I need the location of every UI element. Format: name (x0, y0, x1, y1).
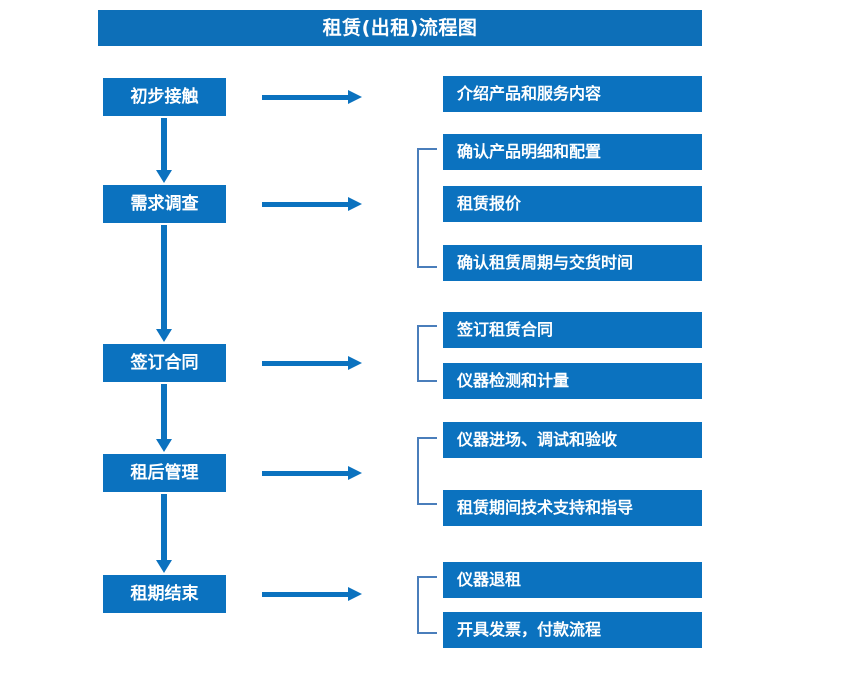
flow-arrow-right-icon (262, 197, 362, 211)
detail-label: 签订租赁合同 (457, 320, 554, 339)
flow-arrow-right-icon (262, 356, 362, 370)
stage-box-sign-contract[interactable]: 签订合同 (103, 344, 226, 382)
detail-box-invoice-payment[interactable]: 开具发票，付款流程 (443, 612, 702, 648)
arrow-shaft (161, 384, 167, 439)
flow-arrow-right-icon (262, 587, 362, 601)
detail-label: 确认租赁周期与交货时间 (457, 253, 634, 272)
arrow-shaft (262, 361, 350, 366)
detail-label: 仪器退租 (457, 570, 522, 589)
detail-box-instrument-return[interactable]: 仪器退租 (443, 562, 702, 598)
detail-label: 开具发票，付款流程 (457, 620, 602, 639)
detail-box-rental-quotation[interactable]: 租赁报价 (443, 186, 702, 222)
group-bracket-requirements (417, 148, 437, 268)
detail-label: 仪器进场、调试和验收 (457, 430, 618, 449)
arrow-head (156, 560, 172, 573)
flow-arrow-down-icon (156, 494, 172, 573)
flow-arrow-right-icon (262, 90, 362, 104)
arrow-shaft (262, 95, 350, 100)
stage-box-requirement-survey[interactable]: 需求调查 (103, 185, 226, 223)
arrow-head (348, 197, 362, 211)
stage-label: 租期结束 (130, 583, 199, 604)
stage-box-lease-end[interactable]: 租期结束 (103, 575, 226, 613)
detail-label: 仪器检测和计量 (457, 371, 570, 390)
stage-label: 初步接触 (130, 86, 199, 107)
detail-box-instrument-inspection[interactable]: 仪器检测和计量 (443, 363, 702, 399)
stage-box-post-rental-management[interactable]: 租后管理 (103, 454, 226, 492)
page-title: 租赁(出租)流程图 (322, 16, 478, 39)
detail-label: 介绍产品和服务内容 (457, 84, 602, 103)
flow-arrow-down-icon (156, 118, 172, 183)
arrow-head (156, 329, 172, 342)
detail-label: 确认产品明细和配置 (457, 142, 602, 161)
arrow-head (156, 439, 172, 452)
flow-arrow-down-icon (156, 225, 172, 342)
group-bracket-endlease (417, 576, 437, 634)
arrow-head (348, 466, 362, 480)
detail-label: 租赁期间技术支持和指导 (457, 498, 634, 517)
detail-box-introduce-products[interactable]: 介绍产品和服务内容 (443, 76, 702, 112)
stage-box-initial-contact[interactable]: 初步接触 (103, 78, 226, 116)
flow-arrow-right-icon (262, 466, 362, 480)
detail-box-technical-support[interactable]: 租赁期间技术支持和指导 (443, 490, 702, 526)
arrow-shaft (161, 118, 167, 170)
group-bracket-contract (417, 325, 437, 382)
group-bracket-aftercare (417, 437, 437, 505)
arrow-head (348, 587, 362, 601)
arrow-head (348, 90, 362, 104)
arrow-shaft (262, 202, 350, 207)
detail-box-instrument-entry-commissioning[interactable]: 仪器进场、调试和验收 (443, 422, 702, 458)
detail-box-sign-rental-contract[interactable]: 签订租赁合同 (443, 312, 702, 348)
detail-box-confirm-period-delivery[interactable]: 确认租赁周期与交货时间 (443, 245, 702, 281)
stage-label: 租后管理 (130, 462, 199, 483)
detail-label: 租赁报价 (457, 194, 522, 213)
arrow-head (156, 170, 172, 183)
arrow-shaft (262, 471, 350, 476)
arrow-shaft (262, 592, 350, 597)
stage-label: 签订合同 (130, 352, 199, 373)
arrow-head (348, 356, 362, 370)
stage-label: 需求调查 (130, 193, 199, 214)
arrow-shaft (161, 225, 167, 329)
arrow-shaft (161, 494, 167, 560)
chart-title-banner: 租赁(出租)流程图 (98, 10, 702, 46)
flow-arrow-down-icon (156, 384, 172, 452)
detail-box-confirm-product-spec[interactable]: 确认产品明细和配置 (443, 134, 702, 170)
